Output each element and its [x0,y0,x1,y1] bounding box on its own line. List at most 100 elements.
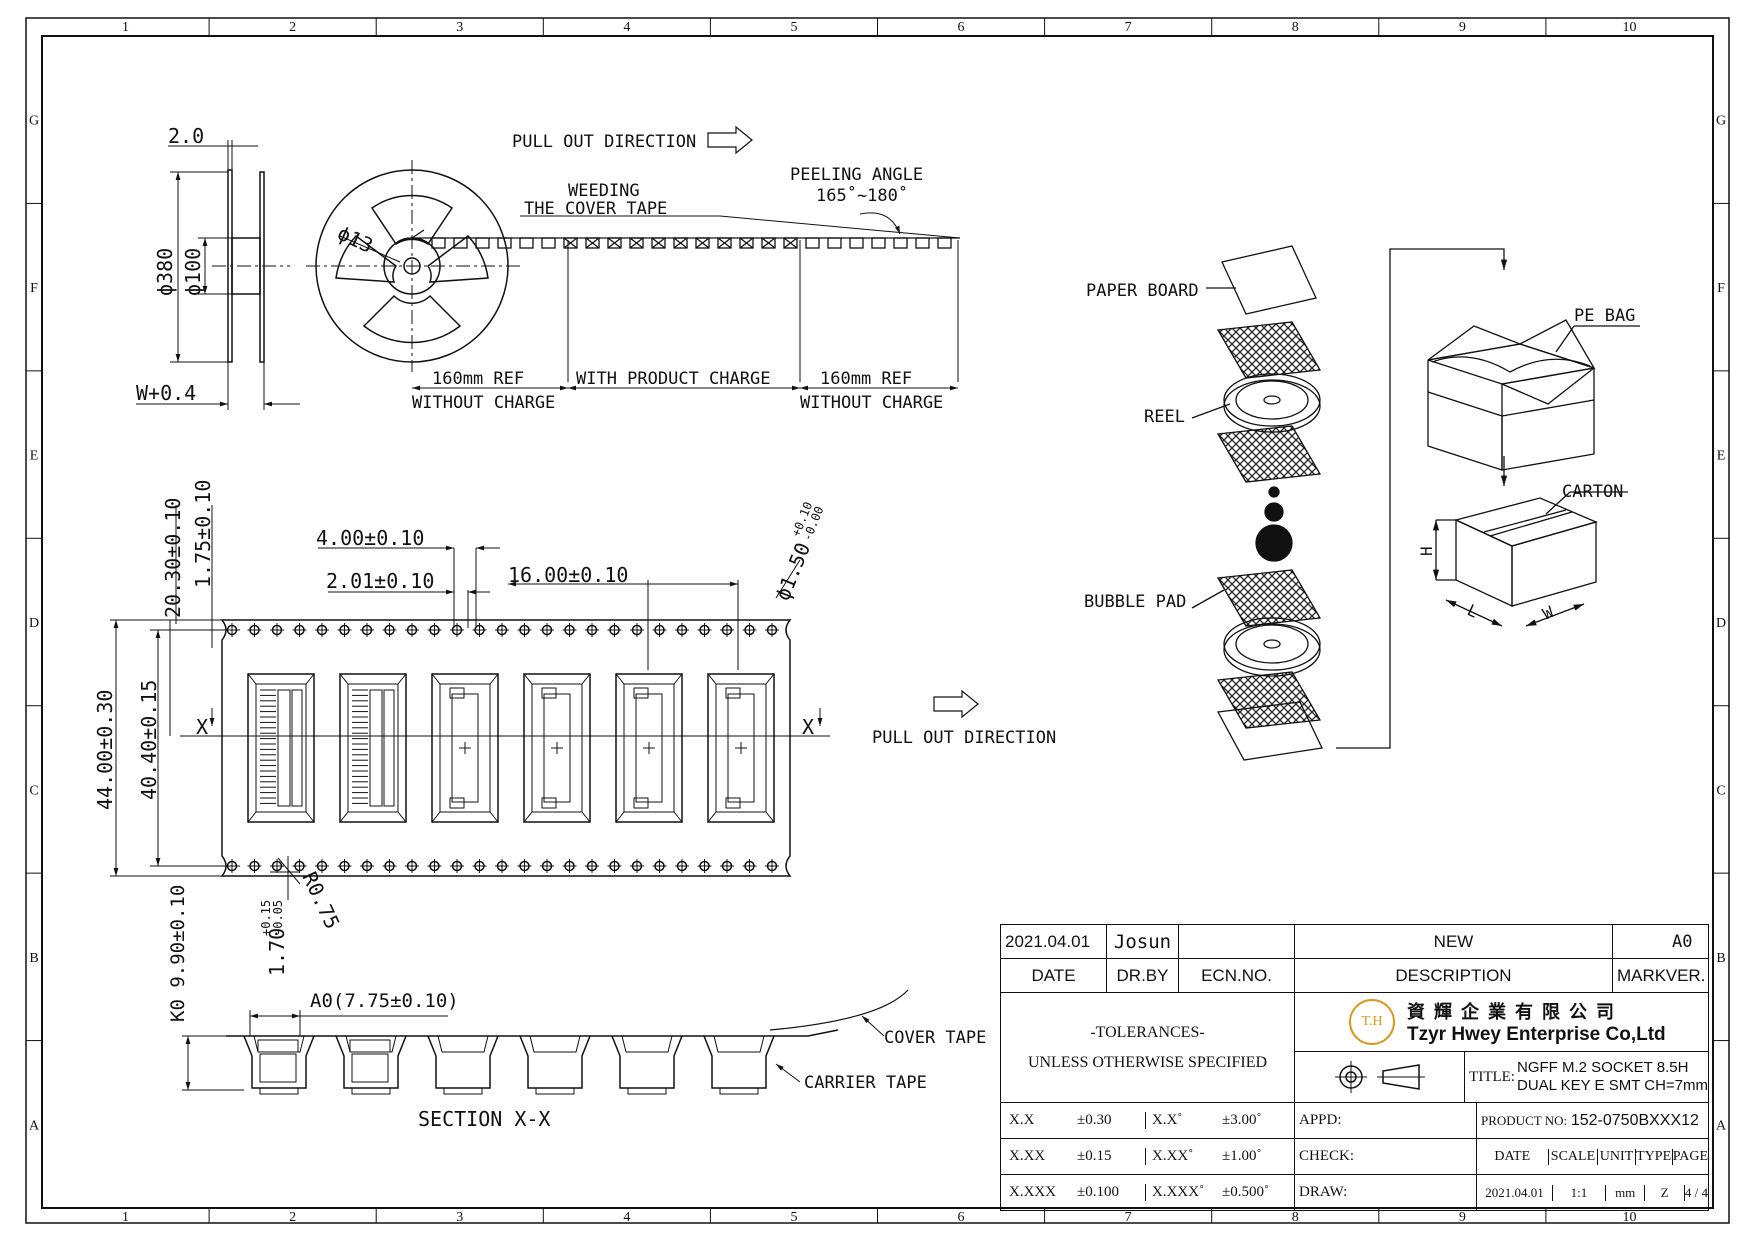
tape-pocket [607,237,622,249]
connector-housing [383,689,395,807]
product-charge: WITH PRODUCT CHARGE [576,369,770,389]
sprocket-crosshair [742,859,757,873]
hdr2-type: TYPE [1634,1148,1672,1165]
tol-xx-val: ±0.15 [1077,1148,1112,1164]
pocket-cavity [635,693,663,803]
tape-pocket [805,237,820,249]
pe-bag-box [1427,319,1596,471]
pe-bag-label: PE BAG [1574,306,1635,326]
dim-4-00: 4.00±0.10 [316,526,424,550]
sprocket-crosshair [270,859,284,873]
dim-hole-base: ϕ1.50 [770,539,815,604]
pocket-product-mark [717,237,732,249]
packing-exploded-view [1191,245,1640,761]
tolerance-note: -TOLERANCES- UNLESS OTHERWISE SPECIFIED [1000,992,1295,1103]
dim-1-75: 1.75±0.10 [191,480,215,588]
title-line-2: DUAL KEY E SMT CH=7mm [1516,1077,1709,1094]
tol-xxxa: X.XXX˚ [1145,1184,1222,1201]
section-pocket-inner [529,1035,581,1053]
tape-pocket [585,237,600,249]
pocket-floor [623,683,675,813]
sprocket-crosshair [562,623,577,637]
sprocket-crosshair [270,623,284,637]
section-pocket [703,1035,775,1089]
pocket-product-mark [651,237,666,249]
zone-row-label: A [29,1118,40,1133]
section-pocket-foot [627,1088,667,1095]
hdr-ecn: ECN.NO. [1178,958,1295,993]
pocket-floor [347,683,399,813]
sprocket-crosshair [720,859,734,873]
zone-row-label: G [29,114,39,129]
check: CHECK: [1294,1138,1477,1175]
hdr-mark: MARK [1617,965,1667,985]
section-connector [351,1053,389,1083]
zone-row-label: D [1716,616,1726,631]
trailer-charge: WITHOUT CHARGE [800,393,943,413]
weeding-label-2: THE COVER TAPE [524,199,667,219]
section-mark-right: X [802,715,814,739]
pocket-product-mark [783,237,798,249]
pull-out-label-mid: PULL OUT DIRECTION [872,728,1056,748]
tape-pocket [761,237,776,249]
section-connector [259,1053,297,1083]
zone-col-label: 7 [1125,1210,1132,1225]
sprocket-crosshair [607,623,622,637]
pocket-tab [725,687,741,699]
zone-col-label: 1 [122,20,129,35]
pocket-center-mark [551,742,563,754]
section-connector [349,1039,391,1053]
pocket-tab [725,797,741,809]
zone-row-label: F [1717,281,1725,296]
dim-1-70-up: +0.15 [259,900,273,936]
leader-ref: 160mm REF [432,369,524,389]
sprocket-crosshair [765,623,779,637]
zone-row-label: A [1716,1118,1727,1133]
section-connector [257,1039,299,1053]
pocket-cavity [727,693,755,803]
tape-pocket [871,237,886,249]
sprocket-crosshair [247,623,262,637]
sprocket-crosshair [540,859,554,873]
sprocket-crosshair [630,859,644,873]
pocket-product-mark [673,237,688,249]
pocket-product-mark [761,237,776,249]
sprocket-crosshair [495,859,509,873]
zone-col-label: 2 [289,1210,296,1225]
hatched-pad-1 [1216,321,1322,379]
zone-col-label: 1 [122,1210,129,1225]
tape-pocket [739,237,754,249]
hatched-pad-4 [1216,671,1322,729]
tol-xxa-val: ±1.00˚ [1222,1148,1262,1164]
dim-44-00: 44.00±0.30 [93,690,117,810]
tol-xa: X.X˚ [1145,1112,1222,1129]
paper-board-label: PAPER BOARD [1086,281,1199,301]
sprocket-crosshair [427,623,442,637]
projection-symbol-icon [1334,1061,1425,1093]
sprocket-crosshair [405,623,419,637]
pocket-tab [541,797,557,809]
leader-charge: WITHOUT CHARGE [412,393,555,413]
tol-x-val: ±0.30 [1077,1112,1112,1128]
pocket-tab [633,797,649,809]
section-view [182,989,909,1095]
zone-col-label: 6 [958,20,965,35]
hatched-pad-3 [1216,569,1322,627]
reel-front-view [306,160,520,372]
zone-col-label: 8 [1292,20,1299,35]
title-label: TITLE: [1469,1068,1515,1085]
pocket-floor [439,683,491,813]
tape-pocket [651,237,666,249]
dim-arbor-hole: ϕ13 [334,221,377,258]
pocket-outline [431,673,499,823]
zone-col-label: 9 [1459,1210,1466,1225]
tape-pocket [849,237,864,249]
section-pocket-inner [253,1035,305,1053]
product-no-label: PRODUCT NO: [1481,1112,1568,1128]
tape-pocket [827,237,842,249]
